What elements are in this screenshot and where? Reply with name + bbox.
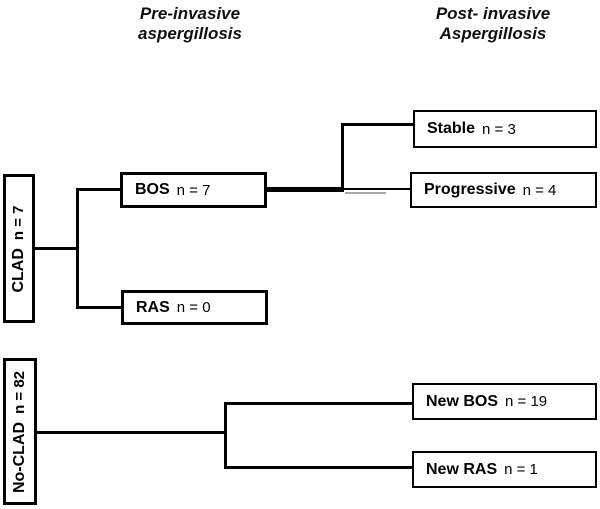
node-count: n = 0 — [176, 299, 211, 316]
header-line: aspergillosis — [138, 24, 242, 44]
header-line: Post- invasive — [435, 4, 551, 23]
connector-noclad-branch-vertical — [224, 402, 227, 469]
node-label: RAS — [136, 298, 170, 316]
connector-bos-out — [266, 187, 344, 192]
node-clad: CLAD n = 7 — [3, 174, 35, 323]
connector-newbos-feed — [224, 402, 413, 405]
node-label: CLAD — [10, 247, 27, 293]
connector-newras-feed — [224, 466, 413, 469]
node-count: n = 7 — [10, 204, 27, 240]
node-count: n = 3 — [482, 120, 516, 138]
header-line: Aspergillosis — [439, 24, 547, 44]
column-header-pre-invasive: Pre-invasive aspergillosis — [95, 4, 285, 44]
node-count: n = 7 — [176, 181, 211, 199]
node-count: n = 19 — [505, 393, 548, 410]
column-header-post-invasive: Post- invasive Aspergillosis — [398, 4, 588, 44]
node-count: n = 82 — [11, 370, 28, 414]
node-ras: RAS n = 0 — [121, 290, 268, 325]
node-label: New RAS — [426, 460, 498, 478]
node-progressive: Progressive n = 4 — [410, 172, 597, 208]
node-label: New BOS — [426, 392, 499, 410]
node-label: No-CLAD — [11, 421, 28, 493]
node-stable: Stable n = 3 — [413, 110, 597, 148]
connector-ras-feed — [76, 306, 122, 309]
node-count: n = 1 — [504, 461, 538, 478]
connector-shadow-artifact — [345, 192, 386, 194]
node-new-ras: New RAS n = 1 — [412, 451, 597, 488]
node-no-clad-text: No-CLAD n = 82 — [11, 370, 29, 492]
node-label: Progressive — [424, 181, 516, 198]
header-line: Pre-invasive — [139, 4, 241, 23]
node-count: n = 4 — [522, 181, 557, 199]
connector-progressive-feed — [344, 188, 411, 190]
connector-clad-stub — [35, 247, 78, 250]
node-bos: BOS n = 7 — [120, 172, 267, 208]
node-new-bos: New BOS n = 19 — [412, 383, 597, 420]
node-no-clad: No-CLAD n = 82 — [3, 358, 37, 505]
connector-bos-feed — [76, 188, 121, 191]
connector-clad-branch-vertical — [76, 188, 79, 309]
connector-noclad-stub — [37, 431, 226, 434]
connector-stable-feed — [341, 123, 414, 126]
node-clad-text: CLAD n = 7 — [10, 205, 28, 292]
node-label: Stable — [427, 120, 476, 137]
connector-stable-branch-vertical — [341, 123, 344, 189]
node-label: BOS — [135, 181, 170, 198]
